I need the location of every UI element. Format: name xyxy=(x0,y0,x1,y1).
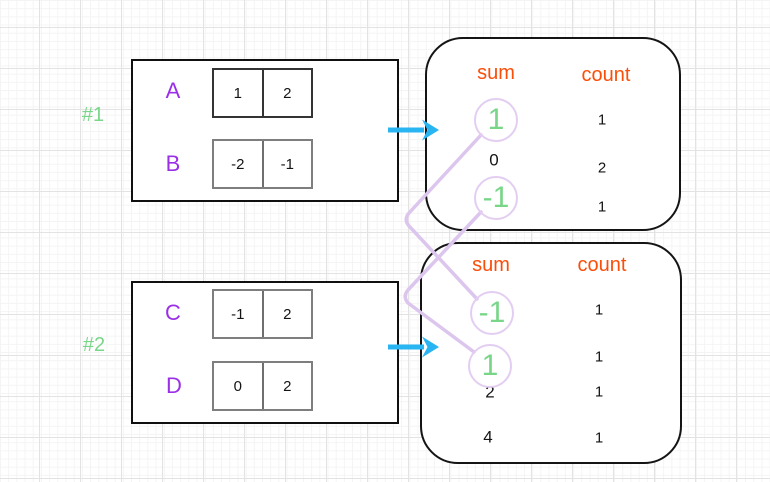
array-a-cell-1: 2 xyxy=(261,70,312,116)
example1-label: #1 xyxy=(81,104,105,126)
array-c-cell-0: -1 xyxy=(231,305,245,323)
example1-sum-value: 0 xyxy=(489,150,499,170)
array-a-cell-0: 1 xyxy=(233,84,242,102)
example2-sum-table xyxy=(420,242,682,464)
array-b-cell-1: -1 xyxy=(261,141,312,187)
example2-count-value: 1 xyxy=(594,429,604,447)
array-a-cells: 1 2 xyxy=(212,68,313,118)
array-c-cell-1: 2 xyxy=(261,291,312,337)
example1-sum-value-circled: -1 xyxy=(482,181,510,214)
example2-sum-value: 4 xyxy=(483,427,493,447)
example1-count-value: 2 xyxy=(597,159,607,177)
array-b-cells: -2 -1 xyxy=(212,139,313,189)
example2-count-value: 1 xyxy=(594,348,604,366)
example2-sum-value-circled: -1 xyxy=(478,296,506,329)
array-a-label: A xyxy=(165,78,181,103)
array-b-label: B xyxy=(165,151,181,176)
example2-count-header: count xyxy=(577,254,627,276)
example1-sum-table xyxy=(425,37,681,231)
example1-count-value: 1 xyxy=(597,111,607,129)
example1-count-value: 1 xyxy=(597,198,607,216)
array-c-label: C xyxy=(165,300,181,325)
array-c-cells: -1 2 xyxy=(212,289,313,339)
example1-sum-header: sum xyxy=(477,62,515,84)
example2-count-value: 1 xyxy=(594,301,604,319)
example1-sum-value-circled: 1 xyxy=(487,103,505,136)
array-b-cell-0: -2 xyxy=(231,155,245,173)
example2-sum-value: 2 xyxy=(485,382,495,402)
example1-count-header: count xyxy=(581,64,631,86)
example2-label: #2 xyxy=(82,334,106,356)
example2-sum-value-circled: 1 xyxy=(481,349,499,382)
array-d-label: D xyxy=(166,373,182,398)
example2-sum-header: sum xyxy=(472,254,510,276)
example2-count-value: 1 xyxy=(594,383,604,401)
array-d-cell-1: 2 xyxy=(261,363,312,409)
array-d-cell-0: 0 xyxy=(233,377,242,395)
array-d-cells: 0 2 xyxy=(212,361,313,411)
